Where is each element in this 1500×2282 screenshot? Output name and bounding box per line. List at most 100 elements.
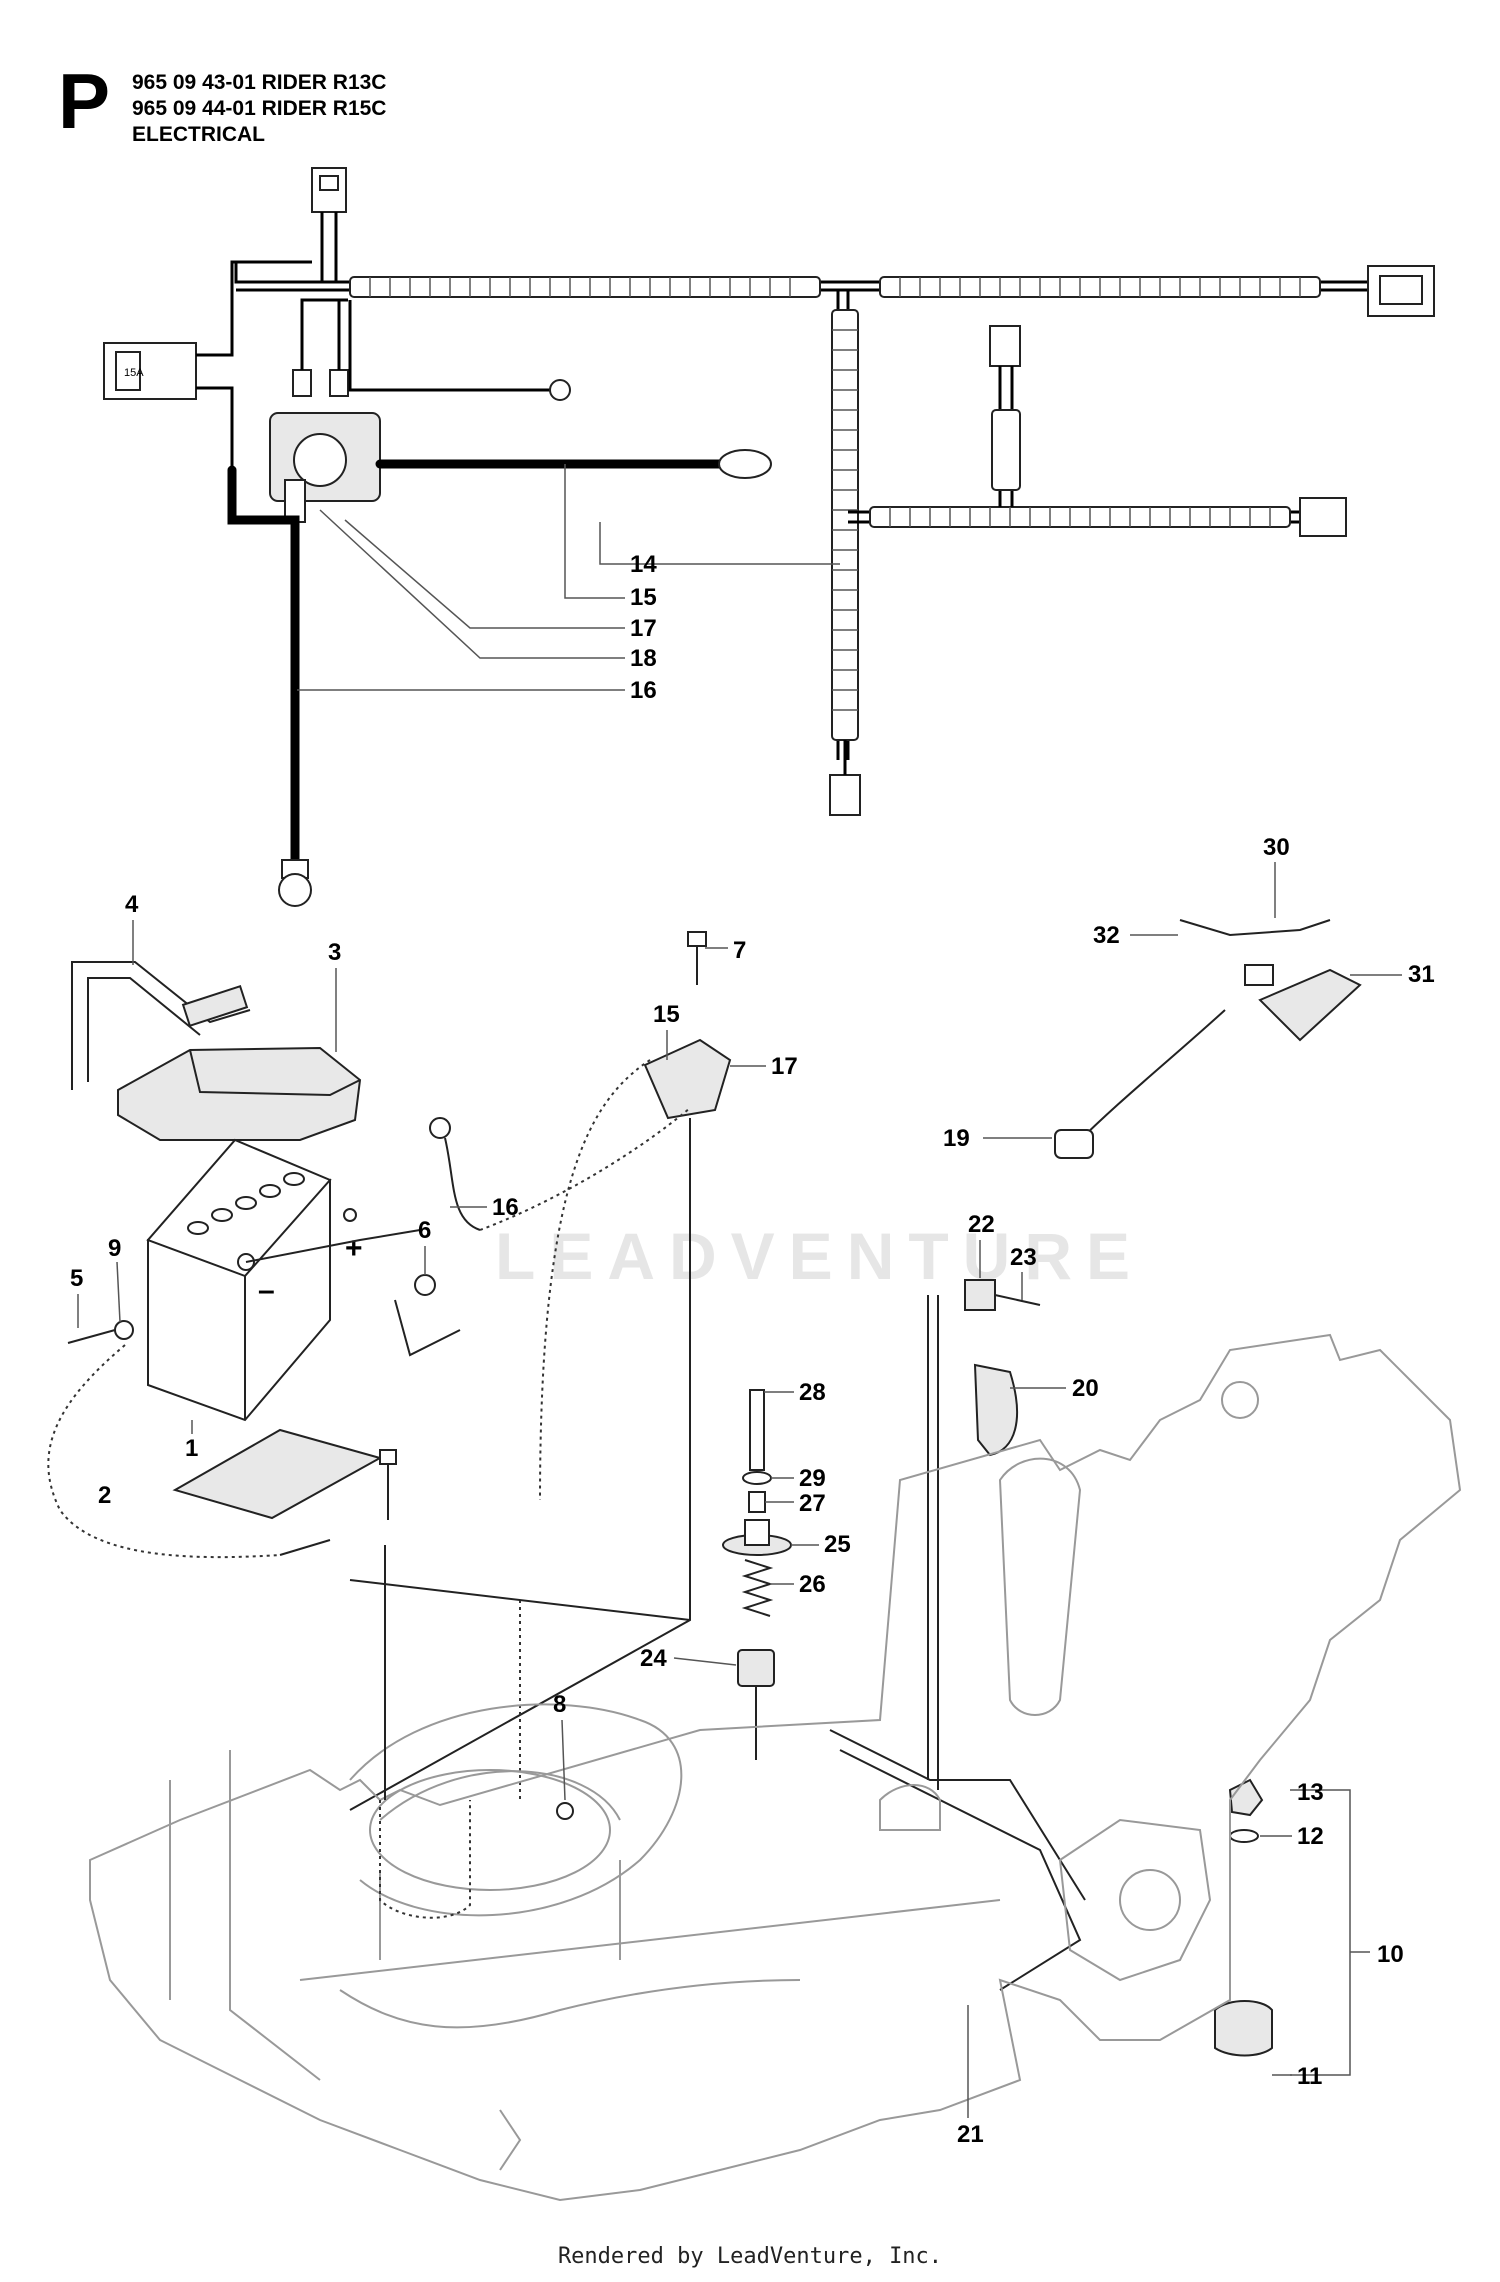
screw-28 [749,1389,765,1471]
callout-17-mid: 17 [771,1053,798,1080]
title-line-model-r13c: 965 09 43-01 RIDER R13C [132,71,387,94]
callout-25: 25 [824,1531,851,1558]
section-letter: P [58,57,111,145]
bracket-10-group [1290,1789,1351,2076]
fuse-wires [196,260,312,470]
engine-cylinder-hidden [379,1800,471,1919]
callout-7: 7 [733,937,746,964]
leader-17 [344,519,625,629]
engine-top [369,1769,611,1891]
battery-bolt-washer [114,1320,134,1340]
harness-right-branch-connector [1299,497,1347,537]
battery-strap-clip [181,985,249,1027]
ignition-switch-11 [1214,2000,1273,2057]
cable-16-dotted [479,1107,691,1231]
leader-15 [564,464,625,599]
battery-mat [172,1428,383,1520]
ground-ring-terminal [549,379,571,401]
callout-12: 12 [1297,1823,1324,1850]
battery-assembly: + – [47,961,481,1559]
pedal-switch [829,1279,1086,1991]
battery-cover [117,1046,362,1141]
connector-19 [1054,1129,1094,1159]
callout-31: 31 [1408,961,1435,988]
callout-26: 26 [799,1571,826,1598]
callout-10: 10 [1377,1941,1404,1968]
callout-8: 8 [553,1691,566,1718]
cable-16-lower [444,1137,481,1231]
washer-29 [742,1471,772,1485]
callout-13: 13 [1297,1779,1324,1806]
callout-27: 27 [799,1490,826,1517]
callout-16-top: 16 [630,677,657,704]
battery-strap [71,961,251,1090]
harness-right-connector-face [1379,275,1423,305]
harness-up-branch-sleeve [991,409,1021,491]
leader-14 [599,522,840,565]
callout-21: 21 [957,2121,984,2148]
callout-19: 19 [943,1125,970,1152]
mower-frame [89,1333,1462,2202]
callout-18: 18 [630,645,657,672]
callout-11: 11 [1297,2063,1322,2090]
solenoid-17 [643,1038,732,1120]
cable-15-dotted [539,1059,651,1501]
harness-main-sleeve [349,276,1321,298]
switch-30 [1244,964,1274,986]
front-bumper [339,1979,801,2029]
solenoid-control-wires [300,298,348,370]
callout-23: 23 [1010,1244,1037,1271]
nut-12 [1229,1829,1259,1843]
steering-column [998,1457,1082,1716]
battery-plus-mark: + [345,1232,363,1265]
engine-shroud [349,1703,683,1917]
spring-26 [741,1559,774,1617]
solenoid-terminal-right [329,369,349,397]
callout-9: 9 [108,1235,121,1262]
watermark: LEADVENTURE [495,1219,1145,1293]
harness-up-branch-connector [989,325,1021,367]
frame-outline [89,1333,1462,2202]
callout-4: 4 [125,891,139,918]
title-block: 965 09 43-01 RIDER R13C 965 09 44-01 RID… [132,70,386,148]
bracket-20 [973,1363,1018,1457]
nut-8 [556,1802,574,1820]
harness-right-branch-sleeve [869,506,1291,528]
callout-22: 22 [968,1211,995,1238]
title-line-section: ELECTRICAL [132,123,265,146]
callout-5: 5 [70,1265,83,1292]
battery-bolt-5 [67,1329,116,1344]
harness-top-connector-wires [320,212,338,282]
title-line-model-r15c: 965 09 44-01 RIDER R15C [132,97,387,120]
seat-switch-harness [1054,919,1362,1159]
callout-20: 20 [1072,1375,1099,1402]
callout-32: 32 [1093,922,1120,949]
harness-down-branch-sleeve [831,309,859,741]
callout-17-top: 17 [630,615,657,642]
ground-wire [348,300,552,392]
switch-22-leads [927,1295,939,1790]
solenoid-mount [349,931,732,1811]
switch-wire-32 [1179,919,1331,937]
cable-16-ring [429,1117,451,1139]
solenoid-terminal-left [292,369,312,397]
nut-6 [414,1274,436,1296]
battery-cap-4 [259,1184,281,1198]
battery-cap-5 [283,1172,305,1186]
wire-21 [839,1749,1082,1991]
spacer-27 [748,1491,766,1513]
battery-cable-16-ring [278,873,312,907]
fuse-body [115,351,141,391]
callout-29: 29 [799,1465,826,1492]
callout-14: 14 [630,551,657,578]
bolt-7-head [687,931,707,947]
callout-24: 24 [640,1645,667,1672]
fuse-label: 15A [124,367,144,379]
footer-credit: Rendered by LeadVenture, Inc. [557,2244,943,2269]
switch-22 [964,1279,996,1311]
callout-1: 1 [185,1435,198,1462]
battery-cable-16 [227,465,300,865]
switch-harness-cable [1074,1009,1226,1146]
